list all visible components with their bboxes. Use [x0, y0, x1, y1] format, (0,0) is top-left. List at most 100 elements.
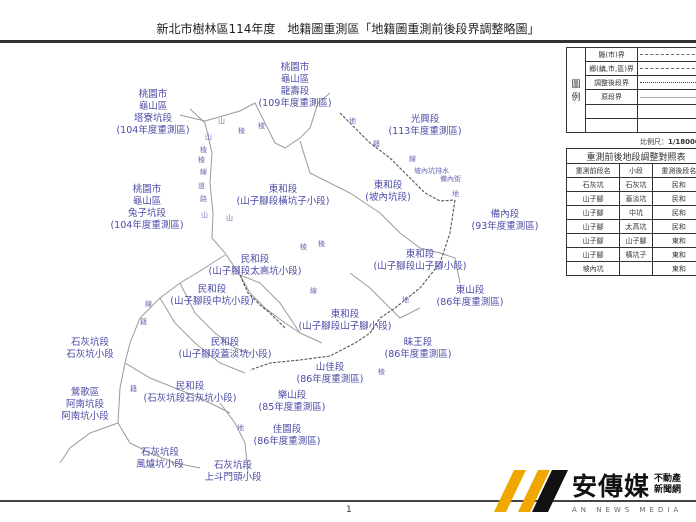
section-label-line: 龜山區 [138, 101, 168, 112]
section-label-line: 東和段 [268, 184, 298, 195]
section-label-line: 東和段 [330, 309, 360, 320]
section-label: 鶯歌區阿南坑段阿南坑小段 [61, 387, 109, 423]
legend-item-label: 鄉(鎮,市,區)界 [584, 61, 639, 77]
page-number: 1 [346, 505, 352, 515]
comparison-table: 重測前後地段調整對照表 重測前段名 小段 重測後段名 石灰坑石灰坑民和山子腳蓋淡… [565, 148, 696, 276]
county-boundary-line [339, 112, 456, 202]
section-label: 石灰坑段風爐坑小段 [136, 447, 184, 471]
table-row: 山子腳中坑民和 [565, 205, 696, 220]
table-cell: 民和 [651, 205, 696, 220]
section-label: 石灰坑段上斗門頭小段 [204, 460, 261, 484]
section-label-line: (86年度重測區) [436, 297, 504, 308]
table-cell: 東和 [651, 233, 696, 248]
table-cell: 山子腳 [619, 233, 653, 248]
boundary-line [159, 297, 246, 374]
top-rule [0, 40, 696, 43]
county-boundary-line [249, 199, 456, 371]
section-label-line: (104年度重測區) [110, 220, 184, 231]
road-mark: 山 [226, 214, 233, 222]
section-label: 石灰坑段石灰坑小段 [66, 337, 114, 361]
section-label: 民和段(山子腳段蓋淡坑小段) [179, 337, 272, 361]
table-cell: 民和 [651, 177, 696, 192]
section-label: 備內段(93年度重測區) [471, 209, 538, 233]
boundary-line [149, 452, 201, 469]
section-label-line: 備內段 [490, 209, 520, 220]
map-title: 新北市樹林區114年度 地籍圖重測區「地籍圖重測前後段界調整略圖」 [156, 22, 540, 36]
section-label: 東和段(山子腳段橫坑子小段) [237, 184, 330, 208]
section-label-line: 塔寮坑段 [133, 113, 173, 124]
table-cell: 蓋淡坑 [619, 191, 653, 206]
section-label-line: 桃園市 [280, 62, 310, 73]
section-label-line: 東和段 [373, 180, 403, 191]
table-cell: 橫坑子 [619, 247, 653, 262]
table-cell: 石灰坑 [565, 177, 621, 192]
section-label: 東山段(86年度重測區) [436, 285, 503, 309]
section-label-line: 上斗門頭小段 [204, 472, 262, 483]
section-label-line: 石灰坑段 [213, 460, 253, 471]
logo-tagline: 不動產新聞網 [654, 474, 682, 495]
section-label-line: 光興段 [410, 114, 440, 125]
road-mark: 稜 [378, 368, 385, 376]
boundary-line [349, 272, 421, 319]
section-label-line: 昧王段 [403, 337, 433, 348]
table-cell: 山子腳 [565, 233, 621, 248]
section-label-line: (109年度重測區) [258, 98, 332, 109]
section-label: 樂山段(85年度重測區) [258, 390, 325, 414]
section-label-line: 佳園段 [272, 424, 302, 435]
table-cell: 山子腳 [565, 247, 621, 262]
section-label-line: 民和段 [210, 337, 240, 348]
section-label-line: 東和段 [405, 249, 435, 260]
table-row: 山子腳橫坑子東和 [565, 247, 696, 262]
section-label: 山佳段(86年度重測區) [296, 362, 363, 386]
section-label-line: (104年度重測區) [116, 125, 190, 136]
road-mark: 線 [409, 155, 416, 163]
section-label-line: (山子腳段中坑小段) [170, 296, 254, 307]
section-label: 光興段(113年度重測區) [388, 114, 461, 138]
table-cell: 太高坑 [619, 219, 653, 234]
road-mark: 地 [452, 190, 459, 198]
table-cell: 東和 [651, 247, 696, 262]
table-caption: 重測前後地段調整對照表 [566, 148, 696, 164]
legend-symbol [637, 75, 696, 91]
road-mark: 地 [402, 296, 409, 304]
section-label-line: (93年度重測區) [471, 221, 539, 232]
road-mark: 線 [145, 300, 152, 308]
section-label-line: (86年度重測區) [384, 349, 452, 360]
table-cell: 民和 [651, 191, 696, 206]
table-cell: 山子腳 [565, 191, 621, 206]
section-label-line: (山子腳段橫坑子小段) [236, 196, 330, 207]
section-label: 桃園市龜山區塔寮坑段(104年度重測區) [116, 89, 189, 137]
road-mark: 山 [205, 133, 212, 141]
section-label-line: 風爐坑小段 [136, 459, 184, 470]
bottom-rule [0, 500, 696, 502]
section-label-line: 阿南坑段 [65, 399, 105, 410]
boundary-line [189, 108, 323, 344]
table-cell: 坡內坑 [565, 261, 621, 276]
table-cell: 山子腳 [565, 219, 621, 234]
section-label-line: 桃園市 [138, 89, 168, 100]
road-mark: 稜 [318, 240, 325, 248]
section-label-line: (86年度重測區) [253, 436, 321, 447]
section-label-line: 桃園市 [132, 184, 162, 195]
boundary-lines [59, 92, 461, 474]
road-mark: 路 [200, 195, 207, 203]
section-label-line: 石灰坑段 [70, 337, 110, 348]
road-mark: 山 [201, 211, 208, 219]
boundary-line [117, 254, 226, 454]
road-mark: 坡內坑排水 [414, 167, 449, 175]
section-label-line: 阿南坑小段 [61, 411, 109, 422]
road-mark: 地 [349, 117, 356, 125]
section-label: 昧王段(86年度重測區) [384, 337, 451, 361]
road-mark: 線 [310, 287, 317, 295]
road-mark: 稜 [300, 243, 307, 251]
section-label: 桃園市龜山區龍壽段(109年度重測區) [258, 62, 331, 110]
boundary-line [124, 362, 231, 414]
road-mark: 山 [218, 117, 225, 125]
table-cell: 東和 [651, 261, 696, 276]
section-label-line: (山子腳段太高坑小段) [208, 266, 302, 277]
legend-item-label: 縣(市)界 [584, 46, 639, 63]
road-mark: 道 [198, 182, 205, 190]
boundary-line [59, 422, 119, 464]
section-label-line: (86年度重測區) [296, 374, 364, 385]
logo-english: AN NEWS MEDIA [572, 506, 683, 514]
